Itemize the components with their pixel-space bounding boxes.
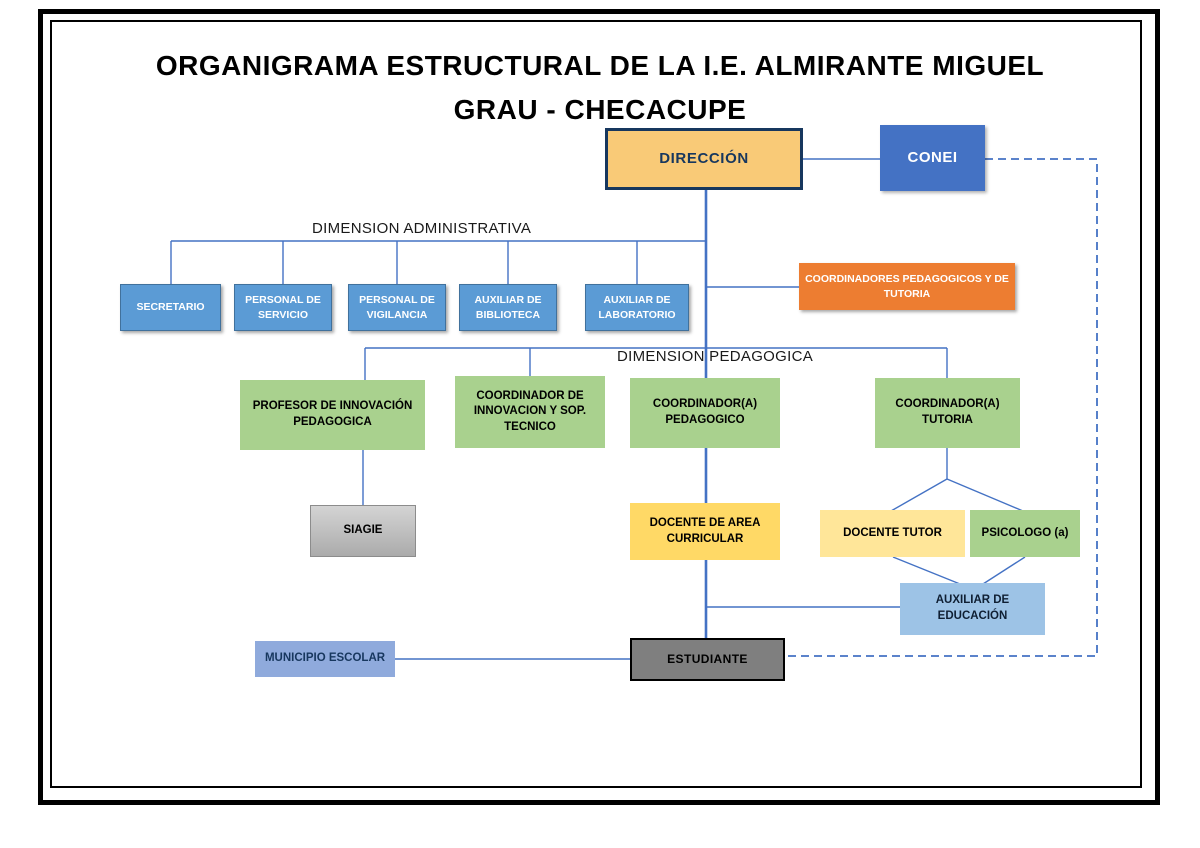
- page-border-inner: [50, 20, 1142, 788]
- node-municipio-escolar: MUNICIPIO ESCOLAR: [255, 641, 395, 677]
- node-docente-de-area-curricular: DOCENTE DE AREA CURRICULAR: [630, 503, 780, 560]
- node-profesor-innovacion-pedagogica: PROFESOR DE INNOVACIÓN PEDAGOGICA: [240, 380, 425, 450]
- node-coordinadores-pedagogicos-tutoria: COORDINADORES PEDAGOGICOS Y DE TUTORIA: [799, 263, 1015, 310]
- node-personal-de-vigilancia: PERSONAL DE VIGILANCIA: [348, 284, 446, 331]
- node-coordinador-innovacion-soporte-tecnico: COORDINADOR DE INNOVACION Y SOP. TECNICO: [455, 376, 605, 448]
- node-personal-de-servicio: PERSONAL DE SERVICIO: [234, 284, 332, 331]
- page-title-line2: GRAU - CHECACUPE: [453, 94, 747, 125]
- label-dimension-pedagogica: DIMENSION PEDAGOGICA: [617, 348, 814, 365]
- node-direccion: DIRECCIÓN: [605, 128, 803, 190]
- node-auxiliar-de-educacion: AUXILIAR DE EDUCACIÓN: [900, 583, 1045, 635]
- node-auxiliar-de-laboratorio: AUXILIAR DE LABORATORIO: [585, 284, 689, 331]
- label-dimension-administrativa: DIMENSION ADMINISTRATIVA: [312, 220, 532, 237]
- node-docente-tutor: DOCENTE TUTOR: [820, 510, 965, 557]
- node-secretario: SECRETARIO: [120, 284, 221, 331]
- node-coordinador-tutoria: COORDINADOR(A) TUTORIA: [875, 378, 1020, 448]
- node-siagie: SIAGIE: [310, 505, 416, 557]
- node-psicologo: PSICOLOGO (a): [970, 510, 1080, 557]
- node-estudiante: ESTUDIANTE: [630, 638, 785, 681]
- node-conei: CONEI: [880, 125, 985, 191]
- page-title: ORGANIGRAMA ESTRUCTURAL DE LA I.E. ALMIR…: [70, 44, 1130, 132]
- node-coordinador-pedagogico: COORDINADOR(A) PEDAGOGICO: [630, 378, 780, 448]
- page-title-line1: ORGANIGRAMA ESTRUCTURAL DE LA I.E. ALMIR…: [155, 50, 1045, 81]
- node-auxiliar-de-biblioteca: AUXILIAR DE BIBLIOTECA: [459, 284, 557, 331]
- page-border-outer: [38, 9, 1160, 805]
